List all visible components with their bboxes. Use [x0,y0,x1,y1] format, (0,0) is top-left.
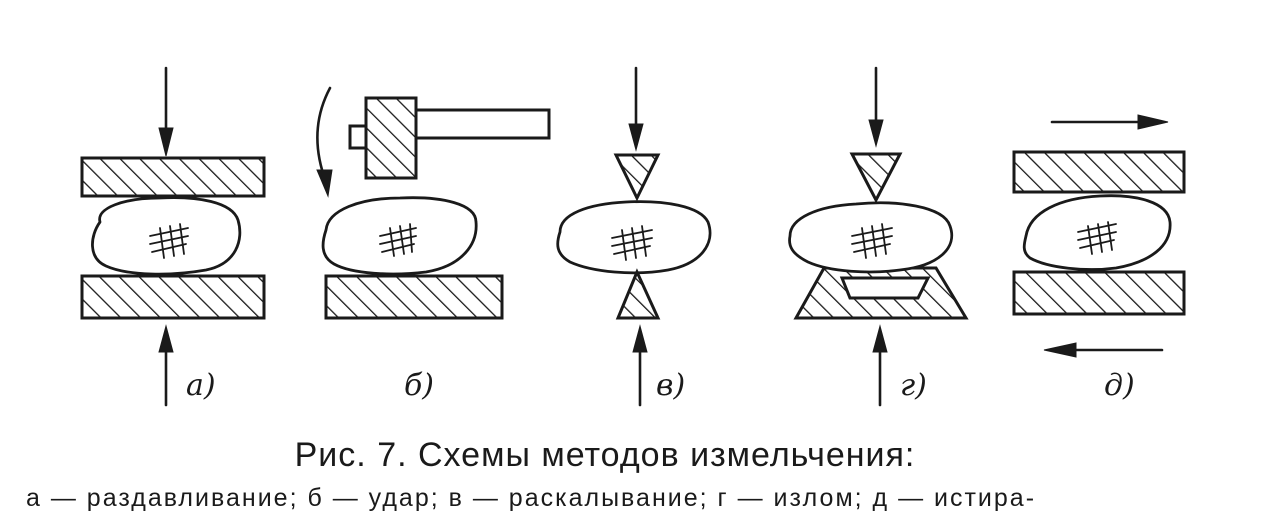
lower-wedge [615,268,661,320]
panel-g-breaking: г) [788,66,969,407]
upper-plate [1012,150,1186,194]
swing-arrow [316,86,332,184]
swing-arrowhead [316,169,333,198]
arrowhead-up [872,324,888,353]
anvil-plate [324,274,504,320]
upper-plate [80,156,266,198]
panel-v-splitting: в) [556,66,712,407]
hammer-head [364,96,418,180]
arrowhead-down [868,119,884,148]
rock-lump [1022,194,1172,271]
rock-lump [321,196,478,276]
rock-lump [91,196,242,276]
arrowhead-right [1137,114,1169,130]
lower-support [793,266,969,320]
arrowhead-down [628,123,644,152]
arrowhead-up [158,324,174,353]
hammer [348,96,551,180]
panel-label-a: а) [186,368,216,403]
arrowhead-up [632,324,648,353]
arrowhead-left [1043,342,1077,358]
panel-d-attrition: д) [1012,114,1186,403]
rock-lump [788,201,953,274]
lower-plate [1012,270,1186,316]
panel-label-b: б) [404,368,434,403]
panel-label-v: в) [656,368,685,403]
arrowhead-down [158,127,174,157]
fracture-grid-mark [1077,221,1117,255]
panel-a-crushing: а) [80,66,266,407]
figure-caption: Рис. 7. Схемы методов измельчения: [294,436,916,474]
hammer-handle [413,108,551,140]
figure-legend: а — раздавливание; б — удар; в — раскалы… [26,484,1037,512]
upper-wedge [849,152,903,204]
upper-wedge [613,153,661,202]
fracture-grid-mark [149,223,189,259]
crushing-methods-diagram: а) б) [80,66,1186,407]
fracture-grid-mark [851,223,893,259]
panel-label-g: г) [900,368,927,403]
panel-b-impact: б) [316,86,551,403]
lower-plate [80,274,266,320]
fracture-grid-mark [379,223,417,257]
fracture-grid-mark [611,225,653,261]
panel-label-d: д) [1104,368,1135,403]
